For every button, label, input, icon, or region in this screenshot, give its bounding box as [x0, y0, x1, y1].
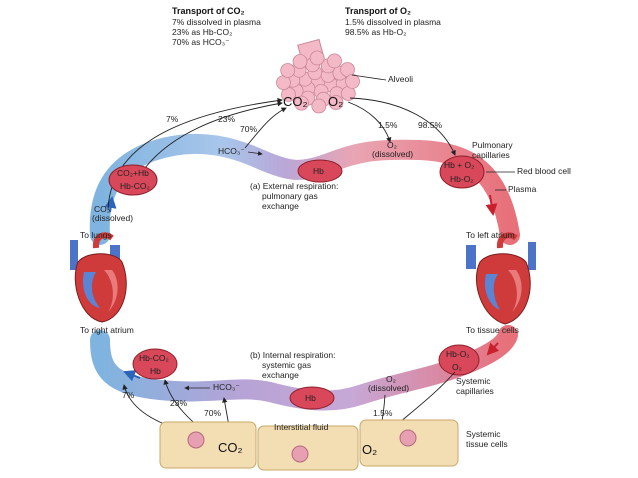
alveoli-pointer — [351, 74, 387, 81]
to-right-atrium-label: To right atrium — [80, 325, 134, 335]
co2-70pct-arrow — [244, 107, 287, 149]
alveolus — [345, 74, 360, 89]
flow-arrow-lungs-icon — [104, 196, 117, 213]
co2-transport-line-2: 23% as Hb-CO₂ — [172, 27, 232, 37]
int-caption-2: systemic gas — [262, 360, 311, 370]
tissue-o2-label: O₂ — [362, 442, 377, 457]
int-hb-o2-label: Hb-O₂ — [446, 349, 470, 359]
int-o2-label: O₂ — [452, 362, 462, 372]
ext-rbc-left: CO₂+Hb Hb-CO₂ — [108, 164, 158, 196]
plasma-label: Plasma — [508, 184, 537, 194]
alveolus — [311, 98, 327, 114]
ext-hb-o2-label: Hb-O₂ — [450, 174, 474, 184]
to-left-atrium-label: To left atrium — [466, 230, 515, 240]
int-o2-dissolved-2: (dissolved) — [368, 383, 409, 393]
ext-co2-dissolved-2: (dissolved) — [92, 213, 133, 223]
to-lungs-label: To lungs — [80, 230, 112, 240]
flow-arrow-pulmonary-icon — [485, 194, 498, 216]
int-o2-dissolved-1: O₂ — [386, 374, 396, 384]
systemic-tissue-cells-2: tissue cells — [466, 439, 508, 449]
alveolus — [292, 54, 308, 69]
ext-hco3-label: HCO₃⁻ — [218, 146, 245, 156]
ext-caption-1: (a) External respiration: — [250, 181, 338, 191]
systemic-tissue-cells-1: Systemic — [466, 429, 501, 439]
int-pct-23: 23% — [170, 398, 187, 408]
int-hb-center-label: Hb — [305, 393, 316, 403]
alveoli-o2-label: O₂ — [328, 94, 343, 109]
co2-transport-summary: Transport of CO₂ 7% dissolved in plasma … — [172, 6, 261, 47]
pulmonary-capillaries-1: Pulmonary — [472, 140, 513, 150]
int-rbc-right: Hb-O₂ O₂ — [438, 344, 480, 376]
ext-co2-dissolved-1: CO₂ — [94, 204, 110, 214]
alveoli-cluster — [276, 38, 360, 114]
int-hb-co2-label: Hb-CO₂ — [139, 353, 169, 363]
co2-transport-title: Transport of CO₂ — [172, 6, 245, 16]
alveoli-co2-label: CO₂ — [283, 94, 308, 109]
ext-hb-label: Hb — [313, 166, 324, 176]
int-rbc-center: Hb — [289, 386, 335, 410]
alveolus — [294, 95, 309, 111]
int-pct-7: 7% — [122, 390, 135, 400]
ext-hb-plus-o2-label: Hb + O₂ — [444, 160, 474, 170]
heart-right-icon — [466, 232, 536, 325]
int-caption-1: (b) Internal respiration: — [250, 350, 336, 360]
systemic-capillaries-2: capillaries — [456, 386, 494, 396]
pulmonary-capillaries-2: capillaries — [472, 150, 510, 160]
ext-caption-2: pulmonary gas — [262, 191, 318, 201]
tissue-co2-label: CO₂ — [218, 440, 243, 455]
ext-pct-7: 7% — [166, 114, 179, 124]
ext-rbc-center: Hb — [297, 159, 343, 183]
co2-7pct-arrow — [107, 97, 283, 211]
int-pct-1-5: 1.5% — [373, 408, 393, 418]
o2-1-5pct-arrow — [347, 101, 392, 143]
alveolus — [328, 95, 344, 110]
flow-arrow-systemic-icon — [486, 342, 500, 356]
flow-arrow-return-icon — [123, 370, 141, 382]
o2-98-5pct-arrow — [349, 97, 456, 156]
cell-nucleus — [187, 431, 205, 449]
cell-nucleus — [399, 429, 417, 447]
alveolus — [309, 50, 325, 66]
tissue-cell — [257, 425, 359, 471]
o2-transport-summary: Transport of O₂ 1.5% dissolved in plasma… — [345, 6, 441, 37]
ext-hb-co2-label: Hb-CO₂ — [120, 181, 150, 191]
o2-transport-line-2: 98.5% as Hb-O₂ — [345, 27, 406, 37]
red-blood-cell-label: Red blood cell — [517, 166, 571, 176]
ext-pct-70: 70% — [240, 124, 257, 134]
co2-23pct-arrow — [144, 101, 283, 169]
ext-caption-3: exchange — [262, 201, 299, 211]
int-pct-70: 70% — [204, 408, 221, 418]
alveolus — [280, 63, 296, 78]
ext-pct-1-5: 1.5% — [378, 120, 398, 130]
heart-left-icon — [70, 232, 127, 323]
to-tissue-cells-label: To tissue cells — [466, 325, 519, 335]
cell-nucleus — [291, 445, 309, 463]
alveolus — [327, 53, 342, 69]
ext-o2-dissolved-1: O₂ — [387, 140, 397, 150]
o2-transport-line-1: 1.5% dissolved in plasma — [345, 17, 441, 27]
ext-co2-hb-label: CO₂+Hb — [117, 168, 149, 178]
systemic-tissue-cells — [159, 419, 459, 471]
alveoli-label: Alveoli — [388, 74, 413, 84]
int-hco3-label: HCO₃⁻ — [213, 382, 240, 392]
o2-transport-title: Transport of O₂ — [345, 6, 411, 16]
ext-hco3-arrow — [247, 151, 263, 156]
ext-pct-23: 23% — [218, 114, 235, 124]
int-hb-label: Hb — [150, 366, 161, 376]
ext-pct-98-5: 98.5% — [418, 120, 443, 130]
ext-o2-dissolved-2: (dissolved) — [372, 149, 413, 159]
interstitial-fluid-label: Interstitial fluid — [274, 422, 329, 432]
ext-rbc-right: Hb + O₂ Hb-O₂ — [439, 155, 485, 189]
co2-transport-line-3: 70% as HCO₃⁻ — [172, 37, 230, 47]
systemic-capillaries-1: Systemic — [456, 376, 491, 386]
int-rbc-left: Hb-CO₂ Hb — [132, 348, 178, 380]
co2-transport-line-1: 7% dissolved in plasma — [172, 17, 261, 27]
tissue-cell — [159, 421, 257, 469]
int-caption-3: exchange — [262, 370, 299, 380]
